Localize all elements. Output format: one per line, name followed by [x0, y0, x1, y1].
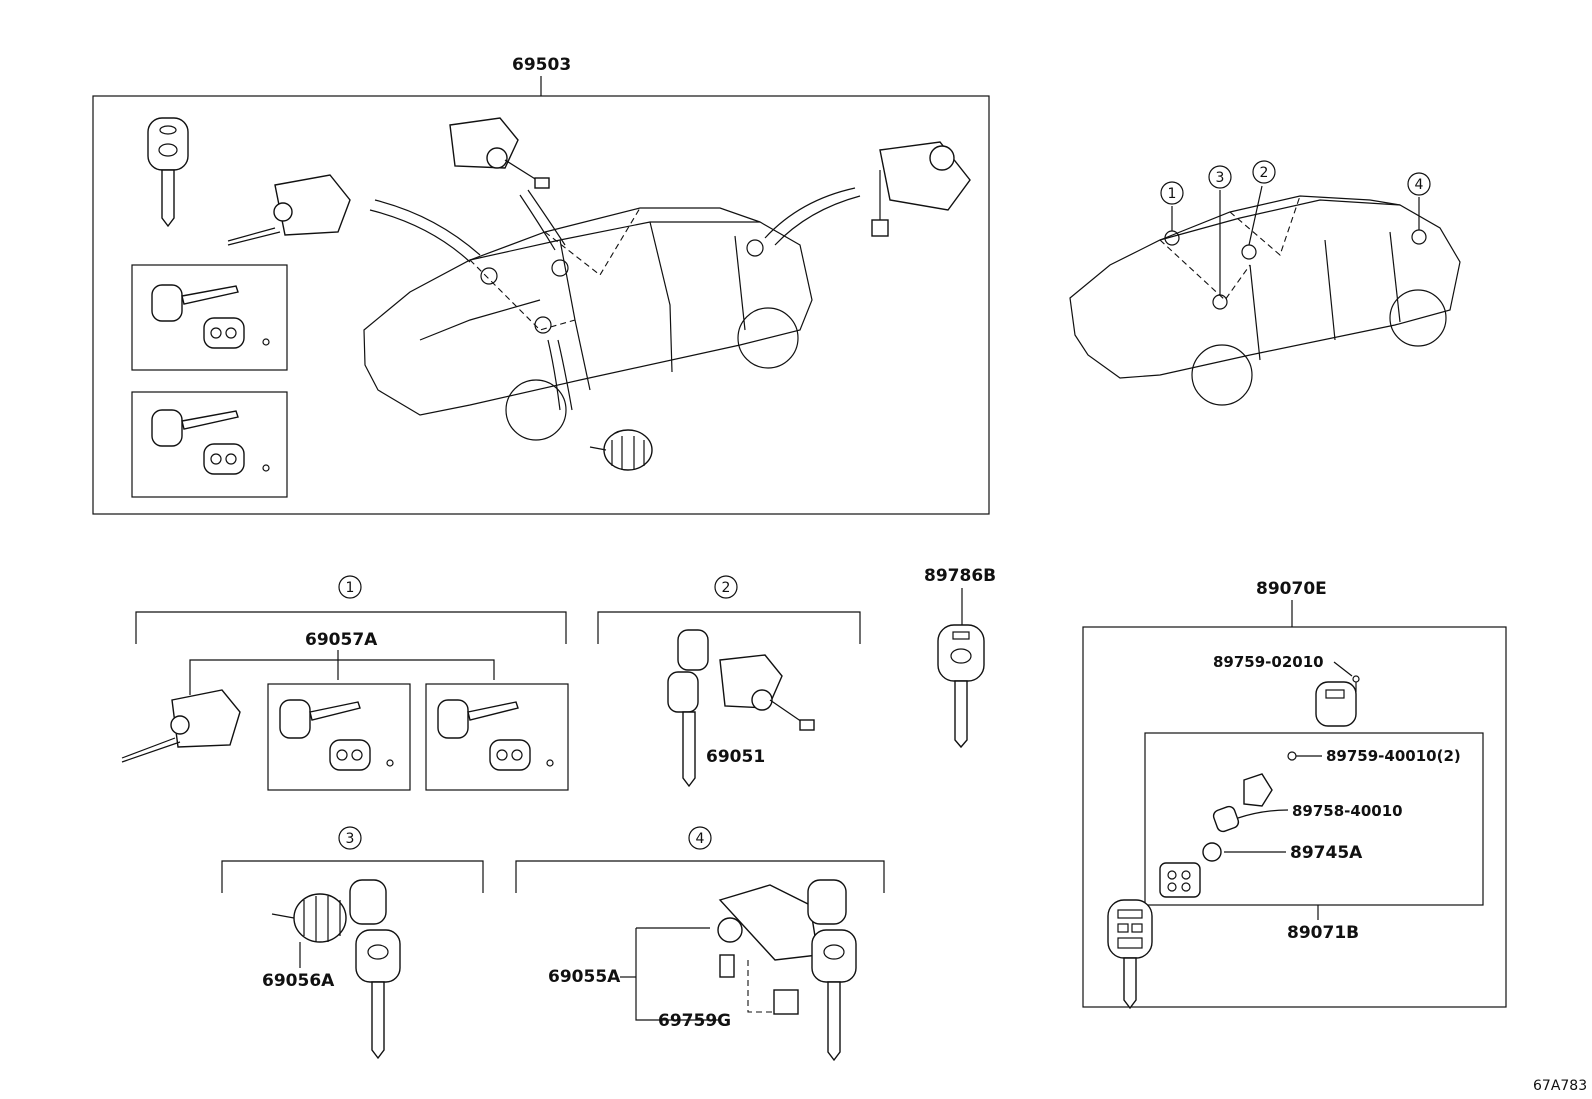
group-1-marker: 1: [338, 575, 362, 599]
group-4-marker: 4: [688, 826, 712, 850]
transmitter-case-icon: [1159, 862, 1201, 898]
key-icon: [279, 699, 394, 771]
key-icon: [807, 879, 857, 1062]
car-locations-illustration: [1069, 185, 1461, 406]
module-icon: [1243, 773, 1273, 807]
location-marker-3: 3: [1208, 165, 1232, 189]
location-marker-4: 4: [1407, 172, 1431, 196]
svg-text:3: 3: [1216, 170, 1225, 186]
transmitter-box: [1082, 626, 1507, 1008]
label-69051: 69051: [706, 747, 765, 767]
label-69056A: 69056A: [262, 971, 335, 991]
transmitter-sub-box: [1144, 732, 1484, 906]
key-icon: [937, 624, 985, 749]
label-69057A: 69057A: [305, 630, 378, 650]
label-69055A: 69055A: [548, 967, 621, 987]
label-89759-40010: 89759-40010(2): [1326, 747, 1461, 765]
door-lock-cylinder-icon: [449, 117, 550, 189]
diagram-ref-code: 67A783: [1533, 1078, 1587, 1094]
label-89070E: 89070E: [1256, 579, 1327, 599]
key-icon: [151, 409, 270, 475]
group-2-marker: 2: [714, 575, 738, 599]
ignition-cylinder-icon: [227, 174, 351, 246]
ignition-cylinder-icon: [121, 689, 241, 763]
trunk-lock-icon: [871, 141, 971, 237]
key-set-box: [425, 683, 569, 791]
key-icon: [349, 879, 401, 1060]
key-icon: [147, 117, 189, 228]
label-89758-40010: 89758-40010: [1292, 802, 1403, 820]
key-set-box-2: [131, 391, 288, 498]
cover-icon: [1315, 681, 1357, 727]
svg-text:4: 4: [696, 831, 705, 847]
assembly-box: [92, 95, 990, 515]
gasket-icon: [1212, 805, 1240, 833]
key-icon: [1107, 899, 1153, 1010]
svg-text:2: 2: [722, 580, 731, 596]
svg-text:1: 1: [346, 580, 355, 596]
location-marker-2: 2: [1252, 160, 1276, 184]
label-89786B: 89786B: [924, 566, 996, 586]
door-lock-cylinder-icon: [667, 629, 815, 788]
label-89071B: 89071B: [1287, 923, 1359, 943]
label-89759-02010: 89759-02010: [1213, 653, 1324, 671]
label-89745A: 89745A: [1290, 843, 1363, 863]
svg-text:4: 4: [1415, 177, 1424, 193]
location-marker-1: 1: [1160, 181, 1184, 205]
svg-text:2: 2: [1260, 165, 1269, 181]
screw-icon: [1287, 751, 1297, 761]
luggage-cylinder-icon: [589, 429, 653, 471]
battery-icon: [1202, 842, 1222, 862]
label-69759G: 69759G: [658, 1011, 731, 1031]
svg-text:3: 3: [346, 831, 355, 847]
trunk-lock-icon: [717, 884, 819, 1015]
svg-text:1: 1: [1168, 186, 1177, 202]
group-3-marker: 3: [338, 826, 362, 850]
key-set-box: [267, 683, 411, 791]
label-69503: 69503: [512, 55, 571, 75]
luggage-cylinder-icon: [271, 893, 347, 968]
key-set-box-1: [131, 264, 288, 371]
key-icon: [437, 699, 554, 771]
car-illustration: [363, 187, 861, 441]
key-icon: [151, 284, 270, 349]
